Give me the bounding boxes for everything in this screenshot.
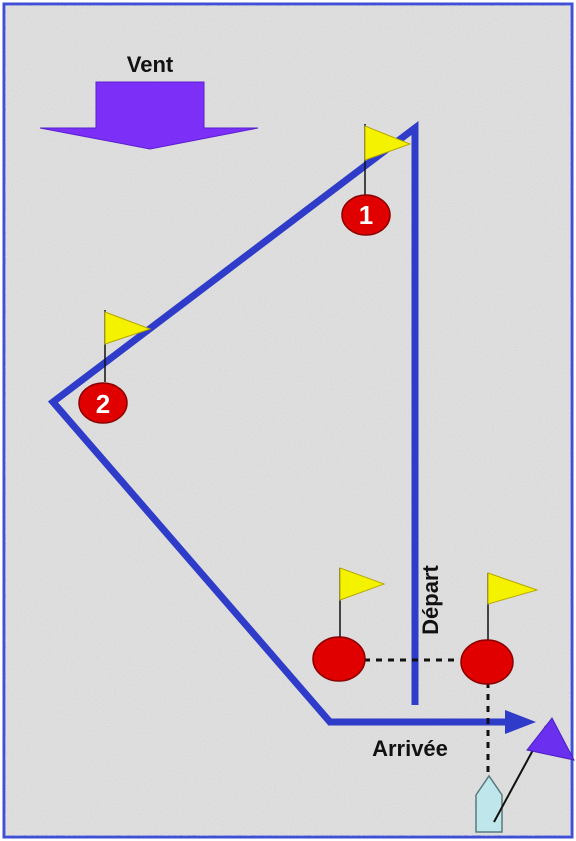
- start-left-buoy: [312, 636, 366, 682]
- course-line: [47, 120, 505, 726]
- wind-arrow-icon: [39, 81, 259, 150]
- start-right-flag-icon: [487, 572, 539, 642]
- mark-1-number: 1: [359, 200, 373, 230]
- start-right-buoy: [460, 639, 514, 685]
- mark-1-flag-icon: [364, 124, 412, 195]
- wind-label: Vent: [127, 52, 174, 77]
- start-line: [364, 658, 490, 790]
- mark-2-number: 2: [96, 389, 110, 419]
- finish-arrowhead-icon: [505, 710, 536, 734]
- mark-2-buoy: 2: [78, 382, 128, 424]
- start-label: Départ: [418, 564, 443, 634]
- mark-2-flag-icon: [104, 310, 152, 382]
- start-left-flag-icon: [339, 567, 386, 640]
- finish-label: Arrivée: [372, 736, 448, 761]
- mark-1-buoy: 1: [341, 194, 391, 236]
- committee-boat-flag-icon: [493, 717, 575, 823]
